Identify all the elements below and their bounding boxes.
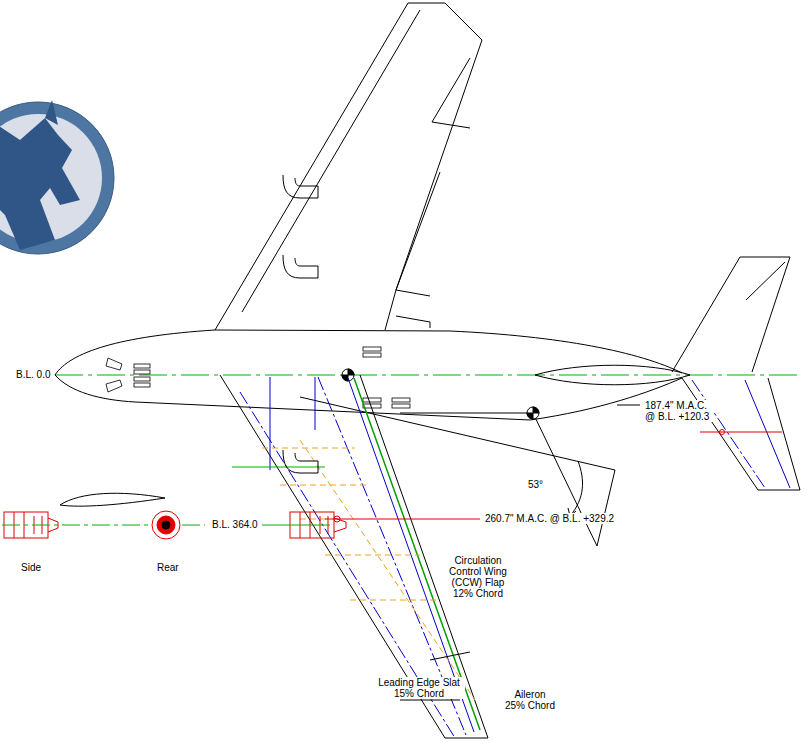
mac-dimension: 260.7" M.A.C. @ B.L. +329.2 — [484, 513, 615, 524]
part-label: Leading Edge Slat 15% Chord — [373, 677, 465, 699]
part-label: Circulation Control Wing (CCW) Flap 12% … — [445, 555, 511, 599]
view-label: Side — [20, 562, 42, 573]
cg-symbol — [342, 369, 539, 419]
view-label: Rear — [156, 562, 180, 573]
body-line-label: B.L. 0.0 — [15, 369, 51, 380]
mac-dimension: 187.4" M.A.C. @ B.L. +120.3 — [644, 400, 714, 422]
part-label: Aileron 25% Chord — [503, 689, 557, 711]
logo — [0, 100, 114, 254]
body-line-label: B.L. 364.0 — [211, 519, 259, 530]
angle-label: 53° — [527, 479, 544, 490]
